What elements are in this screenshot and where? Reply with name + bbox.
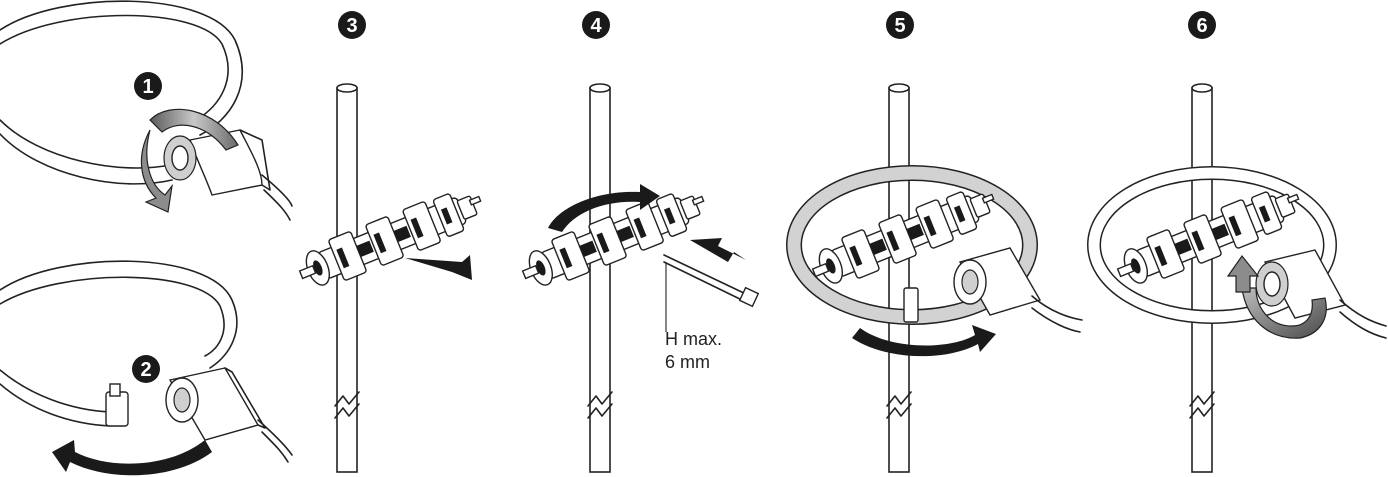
step-1-badge: 1 [134,72,162,100]
height-annotation-line2: 6 mm [665,352,710,372]
step-2-number: 2 [140,359,151,381]
step-4-badge: 4 [582,11,610,39]
step-2-illustration [0,260,293,476]
step-5-badge: 5 [886,11,914,39]
step-2-badge: 2 [132,355,160,383]
step-6-badge: 6 [1188,11,1216,39]
step-4-illustration [515,83,760,473]
step-5-illustration [786,83,1083,473]
step-6-number: 6 [1196,15,1207,37]
height-annotation: H max. 6 mm [665,329,722,372]
step-3-illustration [292,83,490,473]
step-3-number: 3 [346,15,357,37]
step-1-number: 1 [142,76,153,98]
step-6-illustration [1087,83,1387,473]
height-annotation-line1: H max. [665,329,722,349]
step-3-badge: 3 [338,11,366,39]
step-1-illustration [0,0,293,221]
step-5-number: 5 [894,15,905,37]
step-4-number: 4 [590,15,602,37]
